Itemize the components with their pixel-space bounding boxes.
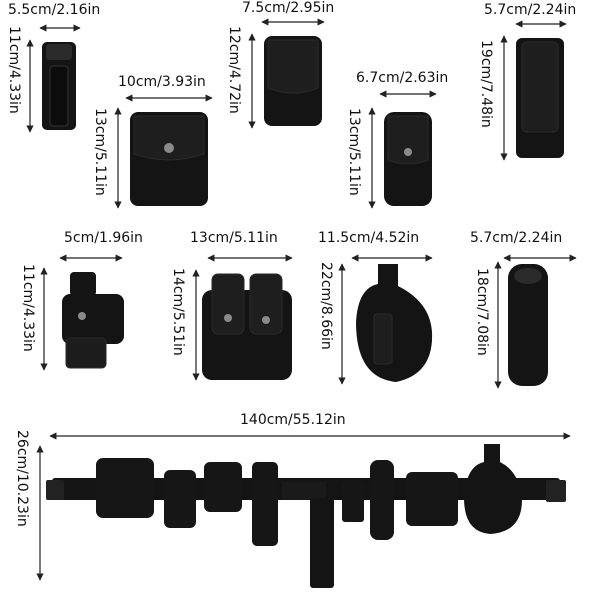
flashlight-pouch-height-label: 13cm/5.11in [346,108,362,196]
key-holder-height-label: 11cm/4.33in [20,264,36,352]
double-mag-pouch-width-label: 13cm/5.11in [190,230,278,246]
phone-pouch-image [42,42,76,130]
key-holder-image [62,272,124,369]
handcuff-case-image [130,112,208,206]
spray-pouch-width-label: 5.7cm/2.24in [470,230,563,246]
duty-belt-image [46,444,566,588]
holster-width-label: 11.5cm/4.52in [318,230,420,246]
handcuff-case-width-label: 10cm/3.93in [118,74,206,90]
glove-pouch-width-label: 7.5cm/2.95in [242,0,335,16]
holster-height-label: 22cm/8.66in [318,262,334,350]
baton-holder-height-label: 19cm/7.48in [478,40,494,128]
double-mag-pouch-height-label: 14cm/5.51in [170,268,186,356]
double-mag-pouch-image [202,273,292,380]
baton-holder-image [516,38,564,158]
belt-length-label: 140cm/55.12in [240,412,346,428]
flashlight-pouch-width-label: 6.7cm/2.63in [356,70,449,86]
handcuff-case-height-label: 13cm/5.11in [92,108,108,196]
spray-pouch-image [508,264,548,386]
glove-pouch-height-label: 12cm/4.72in [226,26,242,114]
holster-image [356,264,433,382]
belt-height-label: 26cm/10.23in [14,430,30,527]
phone-pouch-width-label: 5.5cm/2.16in [8,2,101,18]
key-holder-width-label: 5cm/1.96in [64,230,143,246]
phone-pouch-height-label: 11cm/4.33in [6,26,22,114]
flashlight-pouch-image [384,112,432,206]
spray-pouch-height-label: 18cm/7.08in [474,268,490,356]
glove-pouch-image [264,36,322,126]
baton-holder-width-label: 5.7cm/2.24in [484,2,577,18]
